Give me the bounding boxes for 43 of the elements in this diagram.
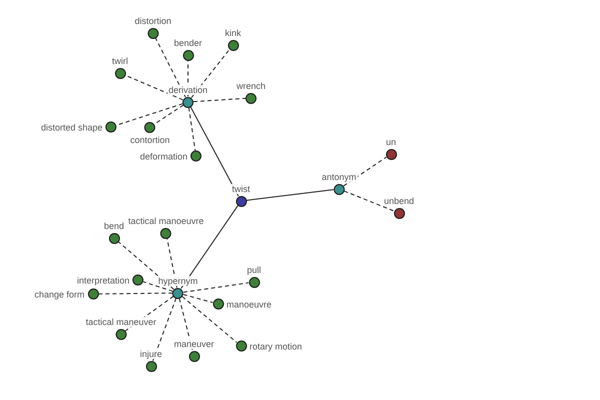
node-label: contortion xyxy=(129,134,171,144)
dashed-connector xyxy=(182,296,238,343)
node-label: injure xyxy=(139,348,163,358)
dashed-connector xyxy=(182,294,214,304)
dashed-connector xyxy=(98,292,173,294)
dashed-connector xyxy=(182,282,250,293)
node-label: deformation xyxy=(138,151,188,161)
dashed-connector xyxy=(344,190,394,212)
node-label: distorted shape xyxy=(40,122,104,132)
dashed-connector xyxy=(190,48,230,98)
node-label: hypernym xyxy=(157,276,199,286)
dashed-connector xyxy=(152,298,177,362)
node-label: antonym xyxy=(320,172,358,182)
node-label: twist xyxy=(231,184,251,194)
dashed-connector xyxy=(166,238,178,288)
dashed-connector xyxy=(155,37,186,98)
node-label: unbend xyxy=(382,196,416,206)
node-label: tactical manoeuvre xyxy=(127,216,205,226)
connector-line xyxy=(190,106,239,197)
dashed-connector xyxy=(124,74,184,100)
connector-line xyxy=(246,189,334,201)
dashed-connector xyxy=(154,104,184,124)
node-label: wrench xyxy=(236,80,266,90)
node-label: change form xyxy=(33,289,86,299)
node-label: rotary motion xyxy=(248,341,304,351)
node-label: distortion xyxy=(134,16,172,26)
dashed-connector xyxy=(142,281,174,292)
node-label: derivation xyxy=(167,84,209,94)
dashed-connector xyxy=(124,296,174,332)
node-label: bend xyxy=(102,220,126,230)
dashed-connector xyxy=(118,241,174,290)
node-label: bender xyxy=(172,38,204,48)
node-label: interpretation xyxy=(76,275,130,285)
node-label: maneuver xyxy=(172,338,216,348)
connector-line xyxy=(180,205,238,289)
node-label: twirl xyxy=(111,56,129,66)
dashed-connector xyxy=(343,156,387,186)
dashed-connector xyxy=(178,298,194,352)
node-label: pull xyxy=(246,264,262,274)
dashed-connector xyxy=(188,106,196,152)
node-label: kink xyxy=(224,28,242,38)
dashed-connector xyxy=(193,98,246,102)
node-label: tactical maneuver xyxy=(84,316,158,326)
